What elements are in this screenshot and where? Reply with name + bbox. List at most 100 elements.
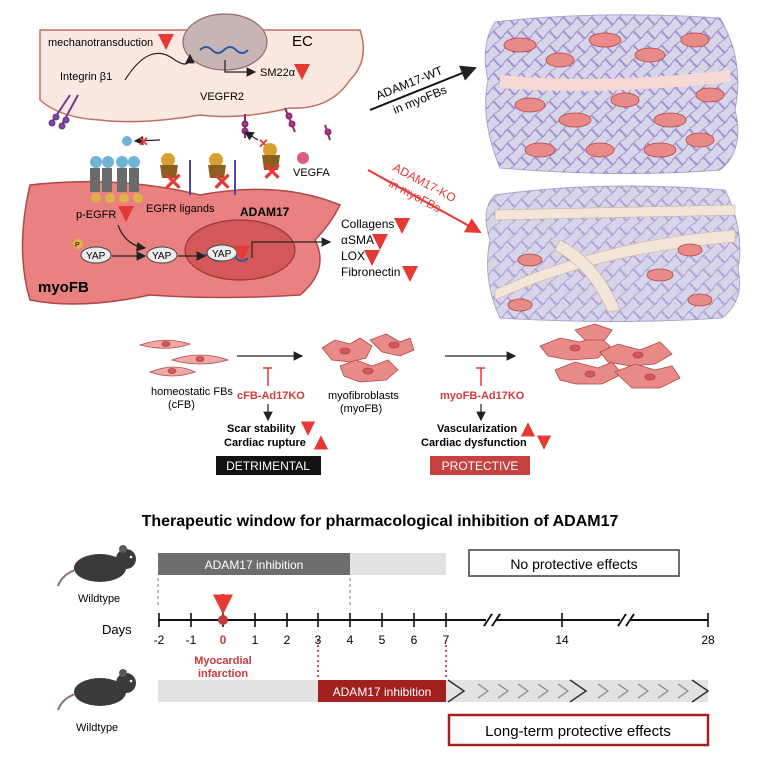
yap-cytoplasm-p <box>80 246 112 264</box>
long-term-effects-box <box>447 713 710 747</box>
late-inhibition-label: ADAM17 inhibition <box>333 685 432 699</box>
cardiac-dysfunction-label: Cardiac dysfunction <box>421 437 527 449</box>
myofibroblast-cells-icon <box>321 333 415 383</box>
timeline-tick-label: -1 <box>186 633 197 647</box>
wt-outcome-arrow <box>369 65 477 111</box>
wildtype-label-top: Wildtype <box>78 593 120 605</box>
yap-cytoplasm <box>146 246 178 264</box>
timeline-tick-label: 0 <box>220 633 227 647</box>
vascularization-label: Vascularization <box>437 423 517 435</box>
therapeutic-window-title: Therapeutic window for pharmacological i… <box>142 513 619 530</box>
endothelial-cell <box>39 29 365 123</box>
myofb-label-2: (myoFB) <box>340 403 382 415</box>
wildtype-label-bottom: Wildtype <box>76 722 118 734</box>
mechanism-panel: EC mechanotransduction Integrin β1 SM22α… <box>21 13 741 322</box>
timeline-tick-label: 28 <box>701 633 715 647</box>
timeline-tick-label: 5 <box>379 633 386 647</box>
target-gene-lox: LOX <box>341 249 365 263</box>
timeline-tick-label: 6 <box>411 633 418 647</box>
late-inhibition-bar <box>318 680 446 702</box>
ligand-release-arrow <box>133 135 161 146</box>
myofb-inhibit-icon <box>476 367 485 386</box>
mouse-icon-bottom <box>57 669 136 711</box>
days-label: Days <box>102 622 132 637</box>
phospho-marker-icon <box>73 239 83 249</box>
yap-label-3: YAP <box>212 249 232 260</box>
cfb-inhibit-icon <box>263 367 272 386</box>
timeline-tick-label: 2 <box>284 633 291 647</box>
integrin-receptor-icon <box>48 94 79 130</box>
vegfa-icon <box>297 152 309 164</box>
vegfa-block-cross-icon: ✕ <box>258 136 269 151</box>
timeline-tick-label: 1 <box>252 633 259 647</box>
adam17-label: ADAM17 <box>240 205 290 219</box>
vegfa-release-arrow <box>243 131 259 141</box>
cfb-label-2: (cFB) <box>168 399 195 411</box>
adam17-ko-cross-icon-2: ✕ <box>212 169 232 196</box>
vegfr2-label: VEGFR2 <box>200 91 244 103</box>
egfr-to-yap-arrow <box>117 224 147 252</box>
integrin-label: Integrin β1 <box>60 71 112 83</box>
early-inhibition-bar <box>158 553 350 575</box>
genetic-knockout-panel: homeostatic FBs (cFB) cFB-Ad17KO Scar st… <box>138 323 681 475</box>
egfr-ligands-label: EGFR ligands <box>146 203 215 215</box>
timeline-tick-label: 14 <box>555 633 569 647</box>
ec-label: EC <box>292 33 313 50</box>
nucleus-to-sm22-arrow <box>224 60 257 77</box>
nucleus-to-targets-arrow <box>251 237 332 258</box>
mi-label-1: Myocardial <box>194 655 251 667</box>
pre-inhibition-bar <box>158 680 318 702</box>
adam17-ko-cross-icon: ✕ <box>163 169 183 196</box>
early-inhibition-label: ADAM17 inhibition <box>205 558 304 572</box>
timeline-tick-label: -2 <box>154 633 165 647</box>
ligand-block-cross-icon: ✕ <box>138 134 149 149</box>
adam17-ko-cross-icon-3: ✕ <box>262 159 282 186</box>
protective-label: PROTECTIVE <box>442 459 519 473</box>
progression-chevrons <box>447 679 710 703</box>
ec-dna-icon <box>199 46 249 54</box>
adam17-sheddase-icon <box>160 143 280 195</box>
mechanotransduction-label: mechanotransduction <box>48 37 153 49</box>
mouse-icon-top <box>57 545 136 587</box>
cfb-label-1: homeostatic FBs <box>151 386 233 398</box>
ligand-released-icon <box>122 136 132 146</box>
target-gene-asma: αSMA <box>341 233 374 247</box>
mi-label-2: infarction <box>198 668 248 680</box>
myofb-label-1: myofibroblasts <box>328 390 399 402</box>
mi-event-marker <box>218 615 228 625</box>
scar-stability-label: Scar stability <box>227 423 296 435</box>
mature-scar-cells-icon <box>539 323 681 389</box>
no-effects-box <box>468 549 680 577</box>
ko-scar-tissue-image <box>485 185 741 322</box>
wt-scar-tissue-image <box>484 14 739 175</box>
sm22a-label: SM22α <box>260 67 296 79</box>
therapeutic-window-panel: Therapeutic window for pharmacological i… <box>57 513 715 747</box>
detrimental-badge <box>216 456 321 475</box>
yap-label-2: YAP <box>152 251 172 262</box>
early-window-remainder <box>350 553 446 575</box>
timeline-ticks: -2-1012345671428 <box>154 613 715 647</box>
mechano-to-nucleus-arrow <box>124 52 195 81</box>
egfr-receptor-icon <box>90 156 143 203</box>
phospho-marker-label: P <box>75 242 80 249</box>
target-gene-fibronectin: Fibronectin <box>341 265 400 279</box>
vegfa-label: VEGFA <box>293 167 330 179</box>
timeline-tick-label: 4 <box>347 633 354 647</box>
p-egfr-label: p-EGFR <box>76 209 116 221</box>
post-inhibition-bar <box>446 680 708 702</box>
long-term-effects-label: Long-term protective effects <box>485 723 671 740</box>
cardiac-rupture-label: Cardiac rupture <box>224 437 306 449</box>
no-effects-label: No protective effects <box>510 556 637 572</box>
protective-badge <box>430 456 530 475</box>
myofb-label: myoFB <box>38 279 89 296</box>
target-genes-list: Collagens αSMA LOX Fibronectin <box>341 217 418 282</box>
ko-outcome-arrow <box>367 169 482 233</box>
detrimental-label: DETRIMENTAL <box>226 459 310 473</box>
cfb-ko-label: cFB-Ad17KO <box>237 390 305 402</box>
homeostatic-fb-cells-icon <box>138 339 230 377</box>
myofb-nucleus <box>184 219 296 281</box>
target-gene-collagens: Collagens <box>341 217 394 231</box>
yap-label-1: YAP <box>86 251 106 262</box>
myofb-ko-label: myoFB-Ad17KO <box>440 390 525 402</box>
